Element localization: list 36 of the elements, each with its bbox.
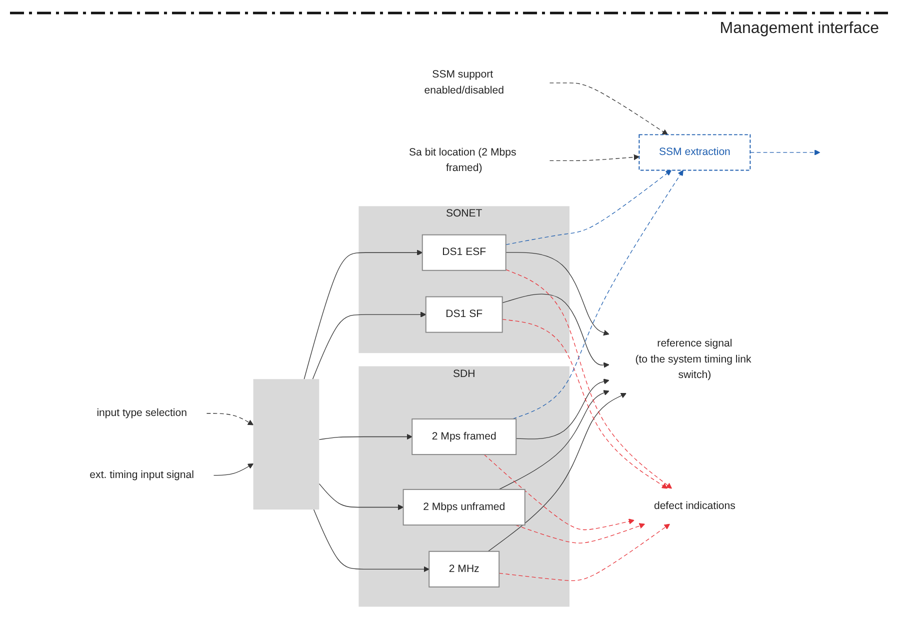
- arrow: [549, 154, 640, 162]
- arrow: [498, 390, 610, 490]
- arrow: [506, 170, 672, 245]
- node-box: DS1 ESF: [422, 234, 506, 271]
- node-text: input type selection: [96, 407, 187, 419]
- arrow: [206, 413, 254, 426]
- arrow: [750, 150, 820, 156]
- interface-label: Management interface: [720, 20, 879, 38]
- arrow: [502, 319, 668, 489]
- arrow: [313, 509, 430, 572]
- arrow: [506, 269, 672, 489]
- arrow: [318, 483, 404, 510]
- node-box: DS1 SF: [425, 296, 503, 333]
- arrow: [304, 250, 423, 380]
- arrow: [502, 294, 610, 368]
- arrow: [312, 312, 426, 380]
- arrow: [549, 82, 668, 135]
- node-box: [253, 379, 320, 510]
- node-text: Sa bit location (2 Mbps framed): [409, 146, 516, 174]
- node-text: reference signal (to the system timing link switch): [635, 338, 752, 381]
- arrow: [512, 170, 684, 420]
- arrow: [498, 524, 670, 581]
- arrow: [516, 378, 610, 440]
- arrow: [515, 523, 646, 544]
- node-box: SSM extraction: [638, 134, 751, 171]
- node-box: 2 MHz: [428, 550, 500, 588]
- arrow: [488, 392, 626, 552]
- node-box: 2 Mps framed: [412, 418, 517, 456]
- arrow: [506, 252, 610, 336]
- node-text: defect indications: [654, 500, 736, 512]
- arrow: [318, 434, 412, 440]
- arrow: [484, 454, 634, 530]
- node-text: SSM support enabled/disabled: [424, 69, 504, 96]
- node-text: ext. timing input signal: [90, 469, 194, 481]
- node-box: 2 Mbps unframed: [402, 488, 526, 526]
- arrow: [213, 463, 254, 476]
